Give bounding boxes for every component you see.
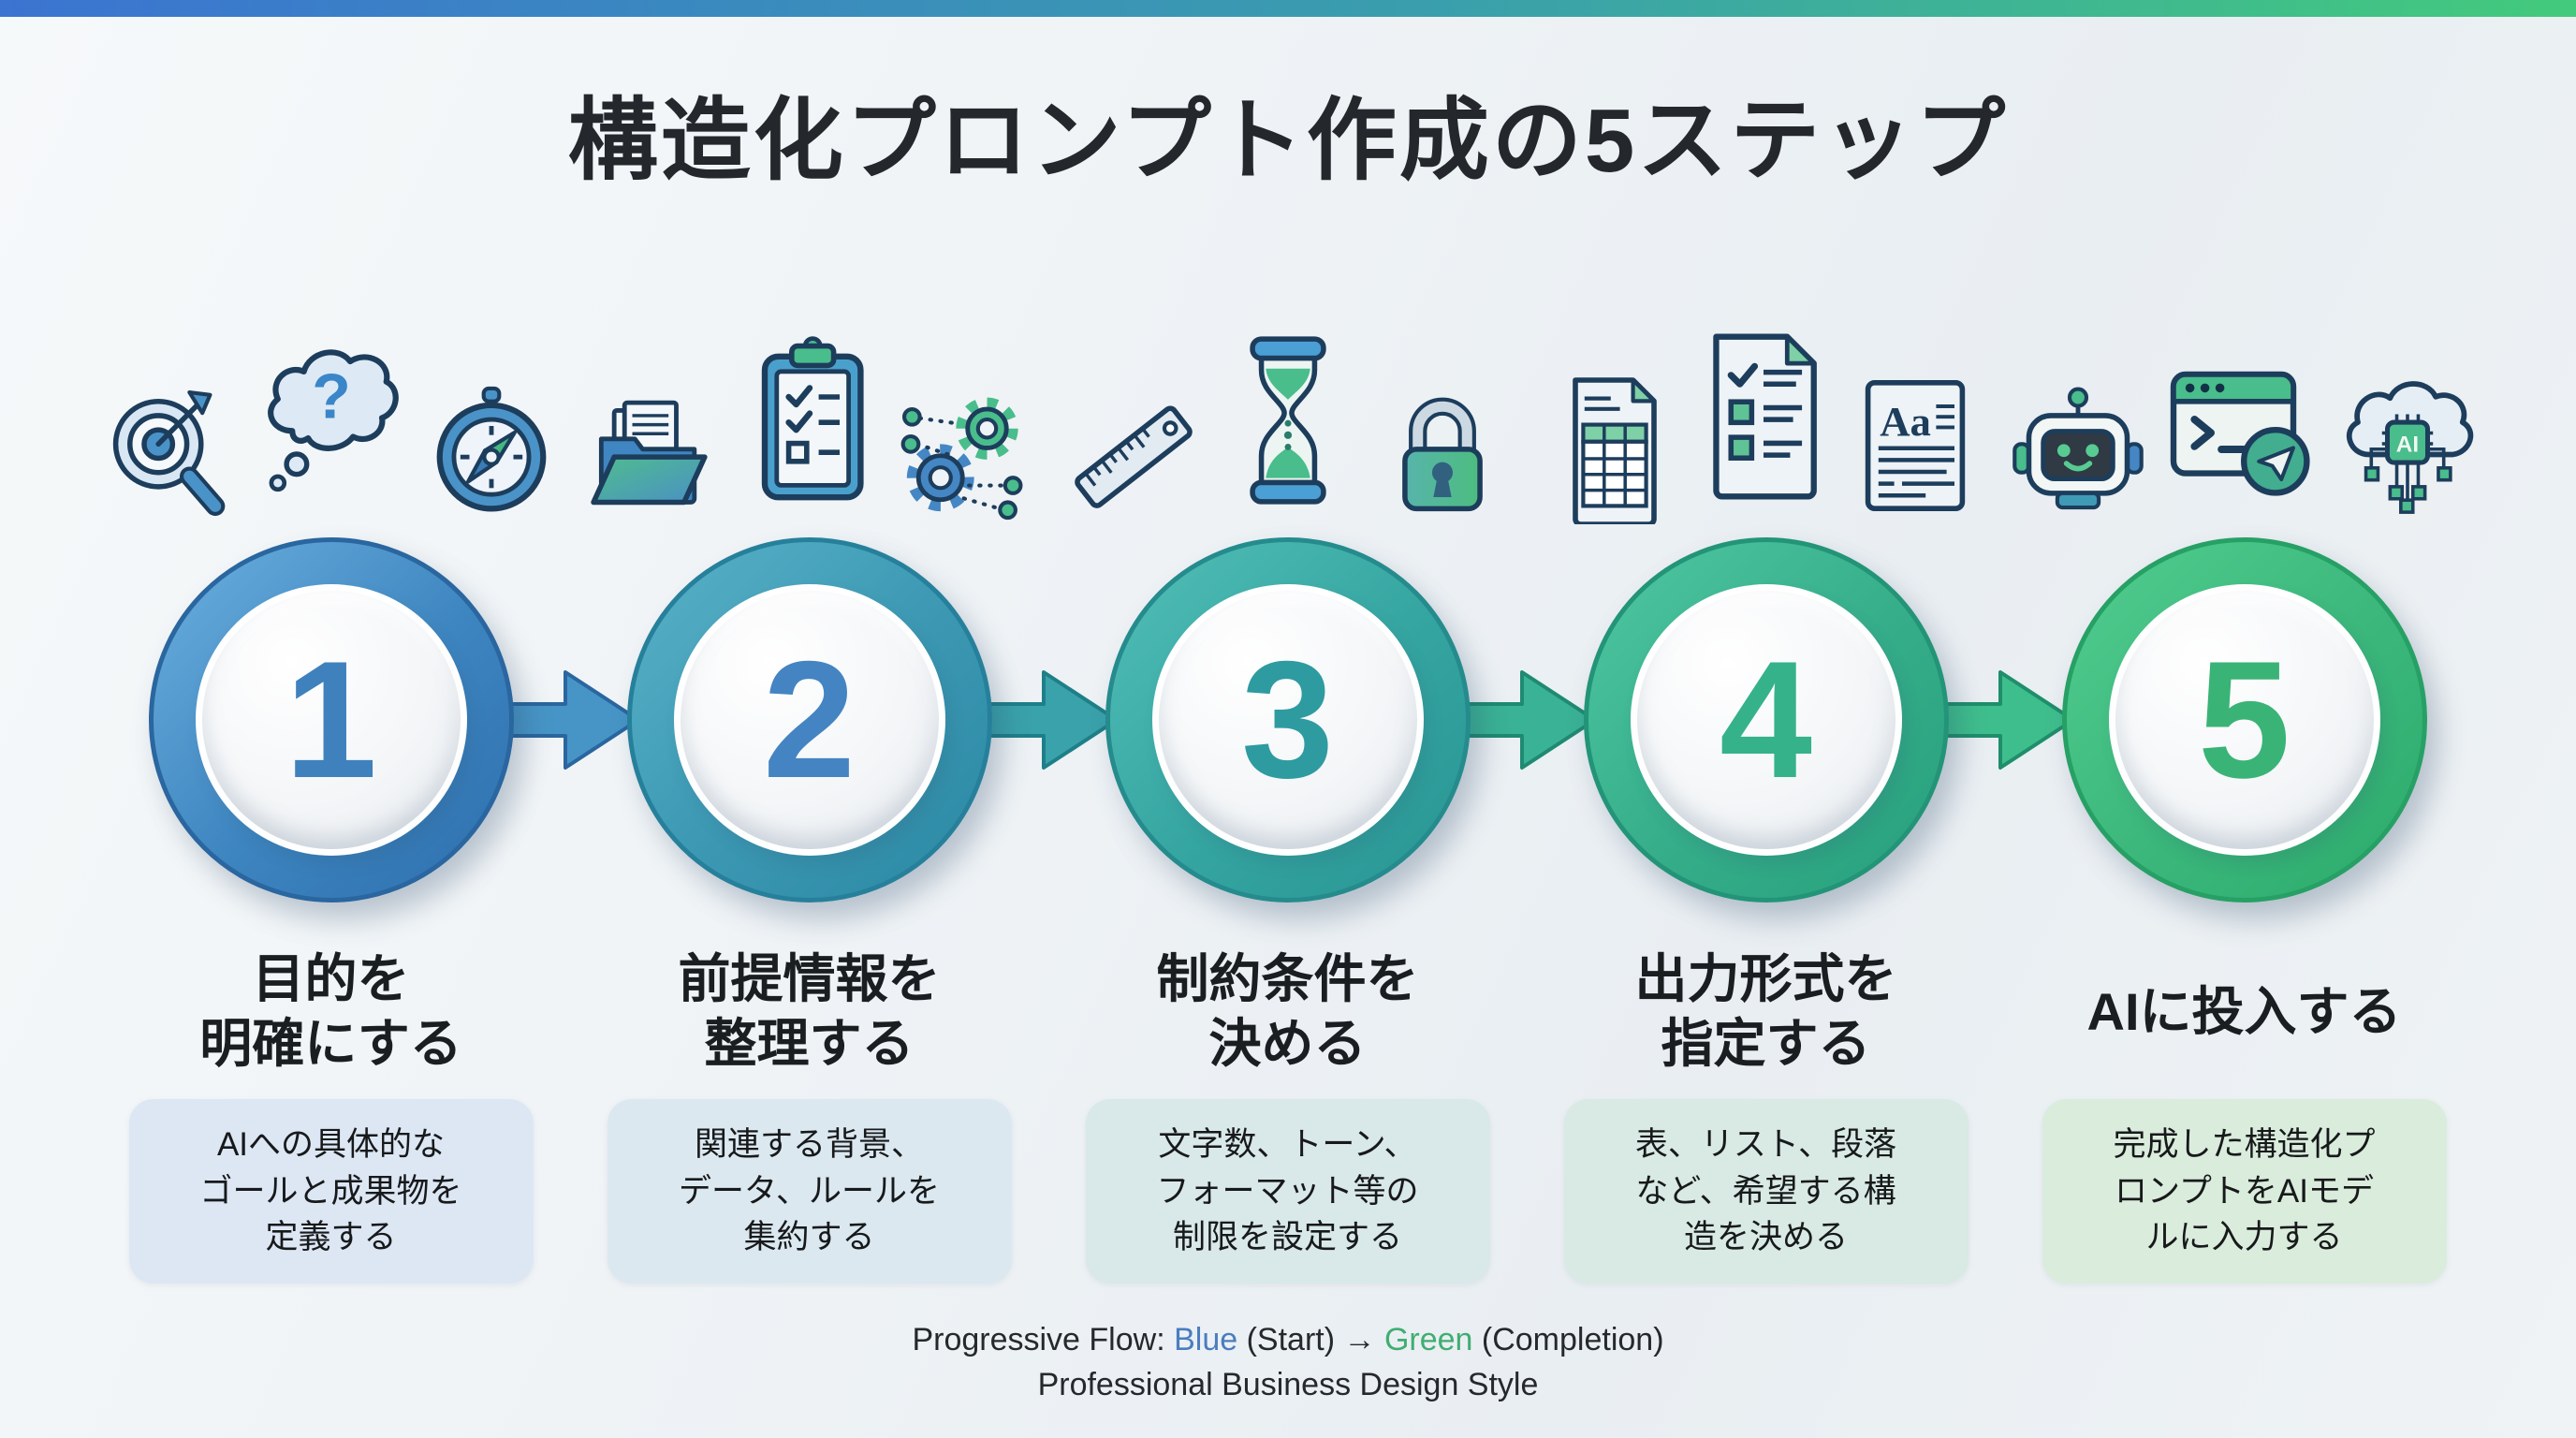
steps-row: ? [92,279,2484,1284]
table-document-icon [1549,367,1680,524]
step3-title: 制約条件を 決める [1156,949,1419,1073]
checklist-document-icon [1690,324,1837,509]
step4-number-badge: 4 [1630,584,1902,856]
cloud-ai-icon: AI [2333,363,2482,524]
footer-prefix: Progressive Flow: [912,1322,1175,1357]
step2-number-badge: 2 [673,584,945,856]
step1-icons: ? [100,279,563,524]
footer-style-line: Professional Business Design Style [1037,1367,1539,1402]
target-search-icon [100,382,242,524]
step5-description: 完成した構造化プ ロンプトをAIモデ ルに入力する [2042,1099,2447,1284]
top-gradient-bar [0,0,2576,17]
clipboard-checklist-icon [735,330,885,509]
step3-description: 文字数、トーン、 フォーマット等の 制限を設定する [1085,1099,1490,1284]
compass-icon [420,382,563,524]
step1-description: AIへの具体的な ゴールと成果物を 定義する [128,1099,534,1284]
step-number: 1 [285,626,377,813]
step3-icons [1062,279,1514,524]
footer-green-word: Green [1383,1322,1473,1357]
page-title: 構造化プロンプト作成の5ステップ [567,91,2009,191]
footer-mid: (Start) → [1237,1322,1384,1357]
svg-text:Aa: Aa [1880,398,1931,445]
step2-title: 前提情報を 整理する [678,949,941,1073]
step2-description: 関連する背景、 データ、ルールを 集約する [607,1099,1012,1284]
step3-circle: 3 [1105,537,1597,902]
footer-flow-line: Progressive Flow: Blue (Start) → Green (… [0,1322,2576,1358]
step5-number-badge: 5 [2108,584,2380,856]
step1-number-badge: 1 [195,584,467,856]
step5-title: AIに投入する [2086,981,2402,1041]
step5-icons: AI [2007,279,2482,524]
step5-circle: 5 [2061,537,2427,902]
step4-icons: Aa [1549,279,1983,524]
step3-number-badge: 3 [1151,584,1424,856]
thought-question-icon: ? [252,335,411,509]
footer-blue-word: Blue [1174,1322,1238,1357]
step-number: 2 [763,626,856,813]
step-column-1: ? [92,279,640,1284]
step4-description: 表、リスト、段落 など、希望する構 造を決める [1563,1099,1969,1284]
folder-documents-icon [583,382,725,524]
step4-circle: 4 [1583,537,2075,902]
footer-suffix: (Completion) [1472,1322,1664,1357]
terminal-send-icon [2159,360,2323,509]
step4-title: 出力形式を 指定する [1634,949,1897,1073]
step-column-4: Aa [1527,279,2075,1284]
step1-title: 目的を 明確にする [199,949,462,1073]
svg-text:?: ? [312,360,351,432]
step-number: 5 [2198,626,2291,813]
text-document-icon: Aa [1847,367,1983,524]
footer-caption: Progressive Flow: Blue (Start) → Green (… [0,1322,2576,1403]
step-number: 4 [1720,626,1812,813]
step-column-5: AI 5 [2005,279,2483,1284]
ruler-icon [1062,382,1205,524]
step-number: 3 [1241,626,1334,813]
step-column-3: 3 制約条件を 決める 文字数、トーン、 フォーマット等の 制限を設定する [1048,279,1597,1284]
step1-circle: 1 [148,537,640,902]
svg-text:AI: AI [2395,433,2418,458]
gears-network-icon [894,382,1036,524]
robot-icon [2007,382,2149,524]
step2-circle: 2 [626,537,1119,902]
step-column-2: 2 前提情報を 整理する 関連する背景、 データ、ルールを 集約する [570,279,1119,1284]
hourglass-icon [1214,331,1362,509]
step2-icons [583,279,1036,524]
padlock-icon [1371,382,1514,524]
